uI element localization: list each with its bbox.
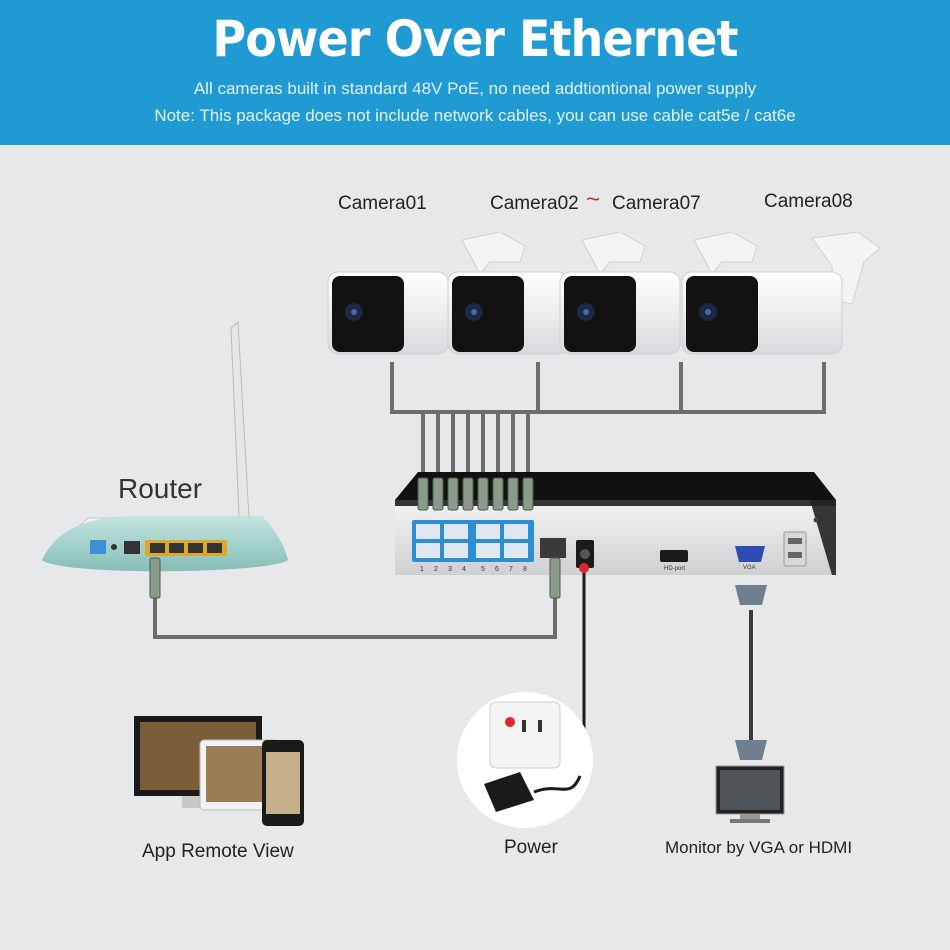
page-title: Power Over Ethernet [212, 10, 738, 68]
nvr-port-5: 5 [481, 566, 485, 573]
camera-01-label: Camera01 [338, 193, 427, 214]
router-label: Router [118, 473, 203, 504]
nvr-port-7: 7 [509, 566, 513, 573]
nvr-port-4: 4 [462, 566, 466, 573]
router [40, 320, 289, 572]
subtitle-poe: All cameras built in standard 48V PoE, n… [193, 79, 757, 98]
monitor-label: Monitor by VGA or HDMI [665, 838, 853, 857]
vga-port-label: VGA [743, 565, 756, 571]
nvr-poe-ports [412, 520, 534, 562]
camera-08 [681, 231, 881, 355]
camera-range-start-label: Camera02 [490, 193, 579, 214]
nvr-hdmi-port [660, 550, 688, 562]
camera-range-separator: ~ [586, 186, 601, 213]
camera-01 [327, 271, 449, 355]
nvr-port-8: 8 [523, 566, 527, 573]
nvr-vga-port [735, 546, 765, 562]
network-cable [153, 598, 557, 639]
hdmi-port-label: HD-port [664, 566, 686, 572]
power-label: Power [504, 837, 558, 858]
camera-range-end-label: Camera07 [612, 193, 701, 214]
app-remote-label: App Remote View [142, 841, 294, 862]
camera-cable-bus [390, 362, 826, 480]
subtitle-note: Note: This package does not include netw… [154, 106, 796, 125]
nvr-lan-port [540, 538, 566, 558]
nvr-port-3: 3 [448, 566, 452, 573]
poe-diagram: 1 2 3 4 5 6 7 8 [40, 231, 881, 828]
nvr-recorder [395, 472, 836, 575]
nvr-port-2: 2 [434, 566, 438, 573]
camera-08-label: Camera08 [764, 191, 853, 212]
power-adapter [457, 692, 593, 828]
camera-02 [447, 231, 569, 355]
vga-cable [735, 585, 767, 760]
header-banner: Power Over Ethernet All cameras built in… [0, 0, 950, 145]
nvr-usb-ports [783, 531, 807, 567]
nvr-port-1: 1 [420, 566, 424, 573]
nvr-port-6: 6 [495, 566, 499, 573]
monitor [715, 765, 785, 823]
app-remote-devices [134, 716, 304, 826]
camera-03 [559, 231, 681, 355]
